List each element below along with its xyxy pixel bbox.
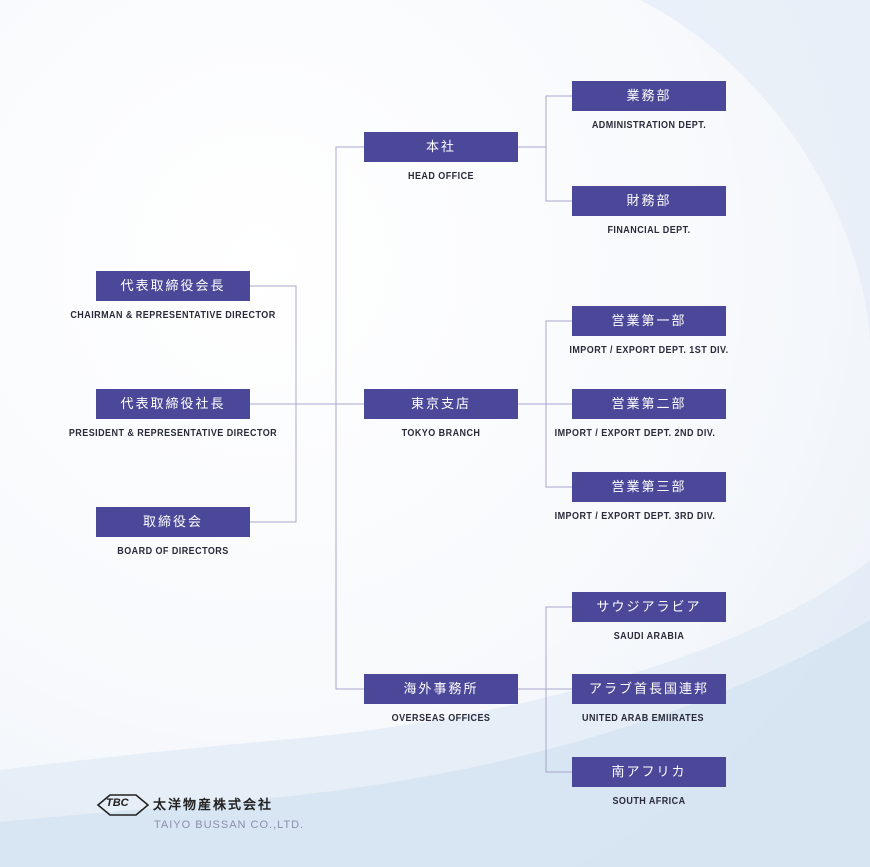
dept-financial-caption-wrap: FINANCIAL DEPT.: [534, 216, 764, 236]
dept-sales-3: 営業第三部: [572, 472, 726, 502]
exec-board-box: 取締役会: [96, 507, 250, 537]
dept-administration-caption-wrap: ADMINISTRATION DEPT.: [534, 111, 764, 131]
dept-sales-2: 営業第二部: [572, 389, 726, 419]
division-head-office: 本社 HEAD OFFICE: [364, 132, 518, 182]
division-head-office-box: 本社: [364, 132, 518, 162]
dept-administration-box: 業務部: [572, 81, 726, 111]
tbc-mark-icon: [96, 794, 150, 816]
division-tokyo-branch-caption: TOKYO BRANCH: [401, 428, 481, 439]
logo-mark-text: TBC: [106, 797, 129, 809]
dept-sales-2-box: 営業第二部: [572, 389, 726, 419]
exec-president: 代表取締役社長: [96, 389, 250, 419]
dept-financial: 財務部: [572, 186, 726, 216]
dept-financial-caption: FINANCIAL DEPT.: [607, 225, 691, 236]
exec-president-caption-wrap: PRESIDENT & REPRESENTATIVE DIRECTOR: [40, 419, 306, 439]
exec-president-box: 代表取締役社長: [96, 389, 250, 419]
division-overseas-offices-box: 海外事務所: [364, 674, 518, 704]
dept-administration: 業務部: [572, 81, 726, 111]
division-tokyo-branch-box: 東京支店: [364, 389, 518, 419]
office-south-africa-caption-wrap: SOUTH AFRICA: [534, 787, 764, 807]
division-head-office-caption: HEAD OFFICE: [408, 171, 474, 182]
exec-chairman: 代表取締役会長: [96, 271, 250, 301]
division-tokyo-branch: 東京支店 TOKYO BRANCH: [364, 389, 518, 439]
exec-board: 取締役会: [96, 507, 250, 537]
company-name-en: TAIYO BUSSAN CO.,LTD.: [154, 819, 305, 831]
exec-board-caption-wrap: BOARD OF DIRECTORS: [40, 537, 306, 557]
exec-chairman-caption-wrap: CHAIRMAN & REPRESENTATIVE DIRECTOR: [40, 301, 306, 321]
dept-sales-1-box: 営業第一部: [572, 306, 726, 336]
office-south-africa: 南アフリカ: [572, 757, 726, 787]
exec-chairman-caption: CHAIRMAN & REPRESENTATIVE DIRECTOR: [70, 310, 276, 321]
company-name-jp: 太洋物産株式会社: [153, 797, 274, 812]
office-saudi-arabia: サウジアラビア: [572, 592, 726, 622]
exec-board-caption: BOARD OF DIRECTORS: [117, 546, 229, 557]
division-overseas-offices: 海外事務所 OVERSEAS OFFICES: [364, 674, 518, 724]
dept-administration-caption: ADMINISTRATION DEPT.: [591, 120, 707, 131]
dept-financial-box: 財務部: [572, 186, 726, 216]
dept-sales-3-box: 営業第三部: [572, 472, 726, 502]
dept-sales-1-caption-wrap: IMPORT / EXPORT DEPT. 1ST DIV.: [534, 336, 764, 356]
dept-sales-1-caption: IMPORT / EXPORT DEPT. 1ST DIV.: [569, 345, 729, 356]
office-saudi-arabia-caption: SAUDI ARABIA: [613, 631, 685, 642]
office-south-africa-caption: SOUTH AFRICA: [612, 796, 686, 807]
office-south-africa-box: 南アフリカ: [572, 757, 726, 787]
office-uae-caption-wrap: UNITED ARAB EMIIRATES: [528, 704, 758, 724]
dept-sales-3-caption: IMPORT / EXPORT DEPT. 3RD DIV.: [554, 511, 716, 522]
office-uae-caption: UNITED ARAB EMIIRATES: [582, 713, 704, 724]
division-overseas-offices-caption: OVERSEAS OFFICES: [391, 713, 491, 724]
exec-chairman-box: 代表取締役会長: [96, 271, 250, 301]
dept-sales-2-caption-wrap: IMPORT / EXPORT DEPT. 2ND DIV.: [520, 419, 750, 439]
office-saudi-arabia-box: サウジアラビア: [572, 592, 726, 622]
exec-president-caption: PRESIDENT & REPRESENTATIVE DIRECTOR: [68, 428, 278, 439]
dept-sales-3-caption-wrap: IMPORT / EXPORT DEPT. 3RD DIV.: [520, 502, 750, 522]
office-uae-box: アラブ首長国連邦: [572, 674, 726, 704]
office-uae: アラブ首長国連邦: [572, 674, 726, 704]
office-saudi-arabia-caption-wrap: SAUDI ARABIA: [534, 622, 764, 642]
dept-sales-2-caption: IMPORT / EXPORT DEPT. 2ND DIV.: [554, 428, 716, 439]
dept-sales-1: 営業第一部: [572, 306, 726, 336]
